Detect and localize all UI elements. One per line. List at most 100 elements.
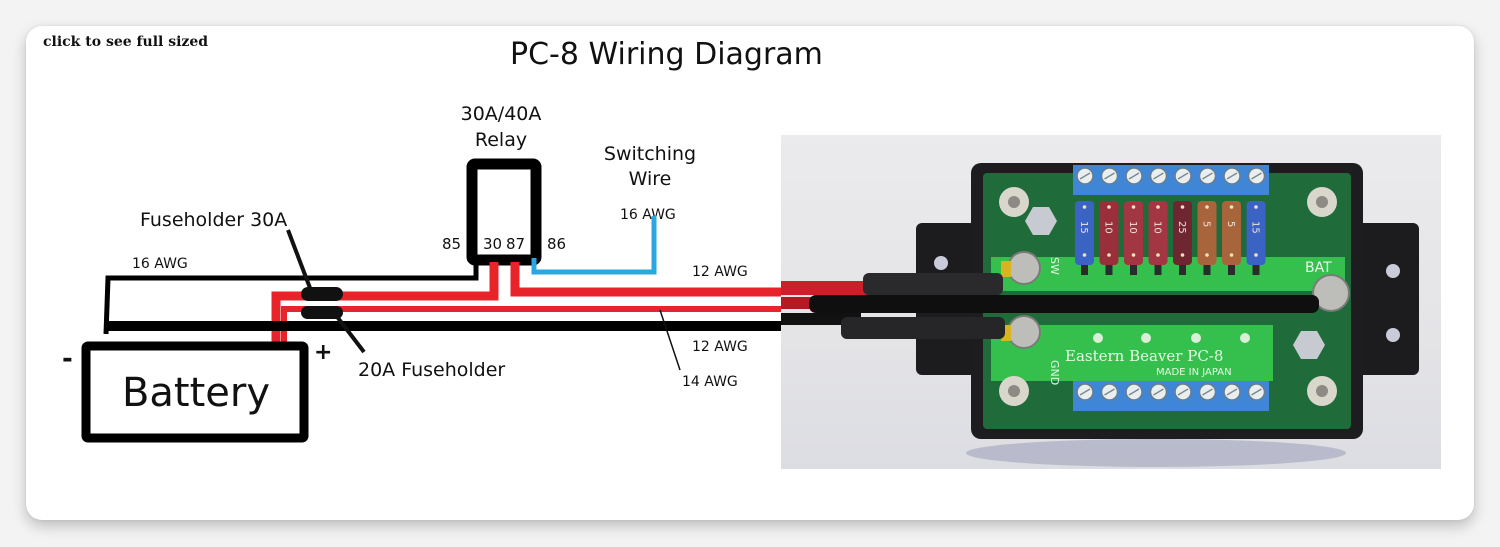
fuse-leg <box>1081 265 1088 275</box>
terminal-block-top-screw-slot <box>1226 172 1238 180</box>
terminal-block-top-screw-slot <box>1079 172 1091 180</box>
ring-terminal-gnd <box>1001 325 1011 341</box>
red-wire-1 <box>781 281 871 295</box>
fuse-body <box>1173 201 1192 265</box>
fuse-contact <box>1180 253 1185 257</box>
terminal-block-top-screw-slot <box>1202 172 1213 180</box>
diagram-title: PC-8 Wiring Diagram <box>510 37 823 72</box>
wiring-diagram: PC-8 Wiring Diagram 30A/40A Relay 85 30 … <box>62 37 823 443</box>
fuseholder-30a <box>301 287 343 301</box>
pointer-fuseholder-30a <box>286 229 312 289</box>
fuse-body <box>1246 201 1266 265</box>
board-brand: Eastern Beaver PC-8 <box>1065 347 1223 365</box>
terminal-block-bottom-screw-slot <box>1177 388 1189 396</box>
fuse-body <box>1222 201 1241 265</box>
fuse-rating: 10 <box>1152 221 1163 234</box>
power-wire-to-relay <box>271 262 499 342</box>
terminal-block-bottom-screw-slot <box>1128 388 1140 396</box>
fuse-leg <box>1130 265 1137 275</box>
fuse-body <box>1197 201 1217 265</box>
fuse: 10 <box>1148 201 1168 275</box>
board-hole-4 <box>1240 333 1250 343</box>
fuse-leg <box>1252 265 1260 275</box>
pcb-light-top <box>991 257 1345 291</box>
fuse-leg <box>1228 265 1235 275</box>
terminal-block-bottom-screw-slot <box>1153 388 1164 396</box>
black-wire-gnd <box>781 313 861 325</box>
terminal-block-bottom-screw-slot <box>1226 388 1238 396</box>
relay-pin-30: 30 <box>483 235 502 253</box>
relay-label-rating: 30A/40A <box>461 103 542 125</box>
hex-nut-top <box>1025 207 1057 235</box>
heat-shrink-gnd <box>841 317 1005 339</box>
fuse-rating: 5 <box>1201 221 1212 227</box>
fuse-contact <box>1180 205 1185 209</box>
wire-label-12awg-bottom: 12 AWG <box>692 339 748 355</box>
board-hole-2 <box>1141 333 1151 343</box>
fuse-contact <box>1156 205 1160 209</box>
switching-wire-gauge: 16 AWG <box>620 207 676 223</box>
switching-wire-label-2: Wire <box>629 168 672 190</box>
terminal-nut-bat <box>1312 274 1350 312</box>
wire-label-16awg: 16 AWG <box>132 256 188 272</box>
relay-pin-86: 86 <box>547 235 566 253</box>
tab-hole-right-bottom <box>1386 328 1400 342</box>
terminal-block-bottom-screw-slot <box>1104 388 1115 396</box>
tab-hole-right-top <box>1386 264 1400 278</box>
battery-positive: + <box>314 340 332 365</box>
bolt-top-right-inner <box>1316 196 1328 208</box>
relay-label: Relay <box>475 129 527 151</box>
hex-nut-bottom <box>1293 331 1325 359</box>
battery-box <box>81 341 309 443</box>
fuse: 15 <box>1246 201 1266 275</box>
terminal-block-bottom-screw-slot <box>1251 388 1262 396</box>
board-label-sw: SW <box>1048 257 1061 275</box>
relay-pin-87: 87 <box>506 235 525 253</box>
fuse: 15 <box>1075 201 1094 275</box>
full-size-link[interactable]: click to see full sized <box>43 34 209 50</box>
fuse-contact <box>1131 253 1136 257</box>
pointer-14awg <box>659 309 681 371</box>
fuse-contact <box>1229 253 1234 257</box>
fuse-contact <box>1205 253 1209 257</box>
bolt-bottom-left-inner <box>1008 385 1020 397</box>
fuse-contact <box>1082 205 1087 209</box>
fuseholder-20a <box>301 306 343 319</box>
fuseholder-20a-label: 20A Fuseholder <box>358 359 505 381</box>
board-made-in: MADE IN JAPAN <box>1156 367 1232 378</box>
bolt-top-left-inner <box>1008 196 1020 208</box>
wire-label-12awg-top: 12 AWG <box>692 264 748 280</box>
fuse-rating: 15 <box>1078 221 1089 234</box>
terminal-block-top <box>1073 165 1269 195</box>
terminal-nut-gnd <box>1007 315 1041 349</box>
fuse-contact <box>1254 253 1258 257</box>
relay-pin-85: 85 <box>442 235 461 253</box>
board-hole-1 <box>1093 333 1103 343</box>
fuse-body <box>1124 201 1143 265</box>
fuse: 10 <box>1124 201 1143 275</box>
terminal-block-bottom-screw-slot <box>1079 388 1091 396</box>
fuse-leg <box>1179 265 1186 275</box>
black-wire-bat <box>809 295 1319 313</box>
board-label-bat: BAT <box>1305 260 1332 276</box>
tab-hole-left-top <box>934 256 948 270</box>
terminal-block-top-screw-slot <box>1177 172 1189 180</box>
fuse-contact <box>1229 205 1234 209</box>
heat-shrink-sw <box>863 273 1003 295</box>
fuse-leg <box>1105 265 1113 275</box>
fuse-body <box>1099 201 1119 265</box>
switching-wire-label: Switching <box>604 143 696 165</box>
board-hole-3 <box>1191 333 1201 343</box>
fuse-leg <box>1203 265 1211 275</box>
photo-shadow <box>966 439 1346 467</box>
fuse-contact <box>1107 205 1111 209</box>
fuse-rating: 5 <box>1225 221 1236 227</box>
fuse-contact <box>1254 205 1258 209</box>
terminal-block-bottom <box>1073 381 1269 411</box>
fuse: 10 <box>1099 201 1119 275</box>
fuse-contact <box>1205 205 1209 209</box>
fuseholder-30a-label: Fuseholder 30A <box>140 209 287 231</box>
ground-wire-to-relay <box>103 258 479 335</box>
bolt-bottom-right-inner <box>1316 385 1328 397</box>
